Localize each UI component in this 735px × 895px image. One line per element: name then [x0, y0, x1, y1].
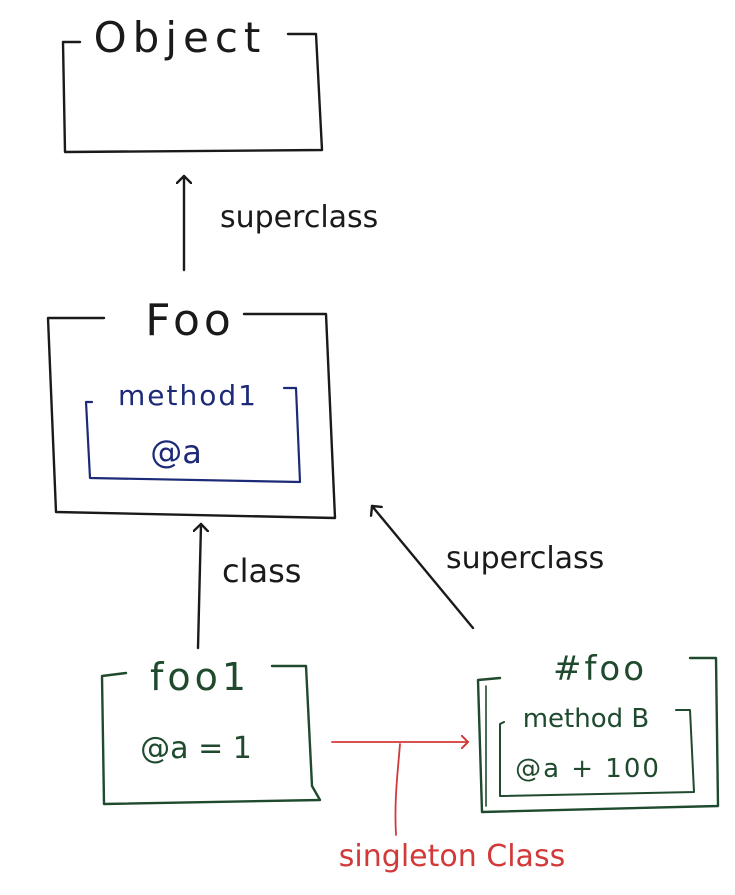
foo1-node: foo1 @a = 1: [100, 655, 322, 806]
singleton-method-body: @a + 100: [515, 754, 661, 784]
foo-label: Foo: [145, 295, 235, 346]
foo-method-body: @a: [150, 433, 202, 471]
foo1-box: [100, 664, 322, 806]
superclass-edge-foo-object: superclass: [184, 174, 378, 272]
superclass-diagonal-arrow: [372, 504, 475, 630]
singleton-box-outer: [476, 656, 720, 814]
foo-method-box: [84, 386, 302, 484]
foo-box: [46, 312, 337, 520]
foo-method-label: method1: [118, 379, 258, 412]
singleton-method-box-group: method B @a + 100: [499, 704, 695, 797]
singleton-connector: [394, 743, 401, 836]
object-label: Object: [94, 13, 267, 62]
class-label: class: [222, 552, 301, 590]
singleton-edge-foo1-singleton: singleton Class: [331, 742, 565, 874]
foo-node: Foo method1 @a: [46, 295, 337, 520]
superclass-edge-singleton-foo: superclass: [372, 504, 604, 630]
object-box: [61, 32, 324, 154]
singleton-foo-label: #foo: [553, 649, 647, 689]
class-edge-foo1-foo: class: [198, 522, 301, 650]
object-node: Object: [61, 13, 324, 154]
singleton-foo-node: #foo method B @a + 100: [476, 649, 720, 814]
superclass-label-right: superclass: [446, 541, 604, 576]
singleton-class-label: singleton Class: [339, 839, 565, 874]
class-arrow: [198, 522, 201, 650]
foo1-body: @a = 1: [140, 731, 252, 766]
singleton-method-box: [499, 709, 695, 797]
superclass-label-top: superclass: [220, 200, 378, 235]
foo-method-box-group: method1 @a: [84, 379, 302, 484]
foo1-label: foo1: [150, 655, 250, 699]
singleton-method-label: method B: [523, 704, 650, 734]
